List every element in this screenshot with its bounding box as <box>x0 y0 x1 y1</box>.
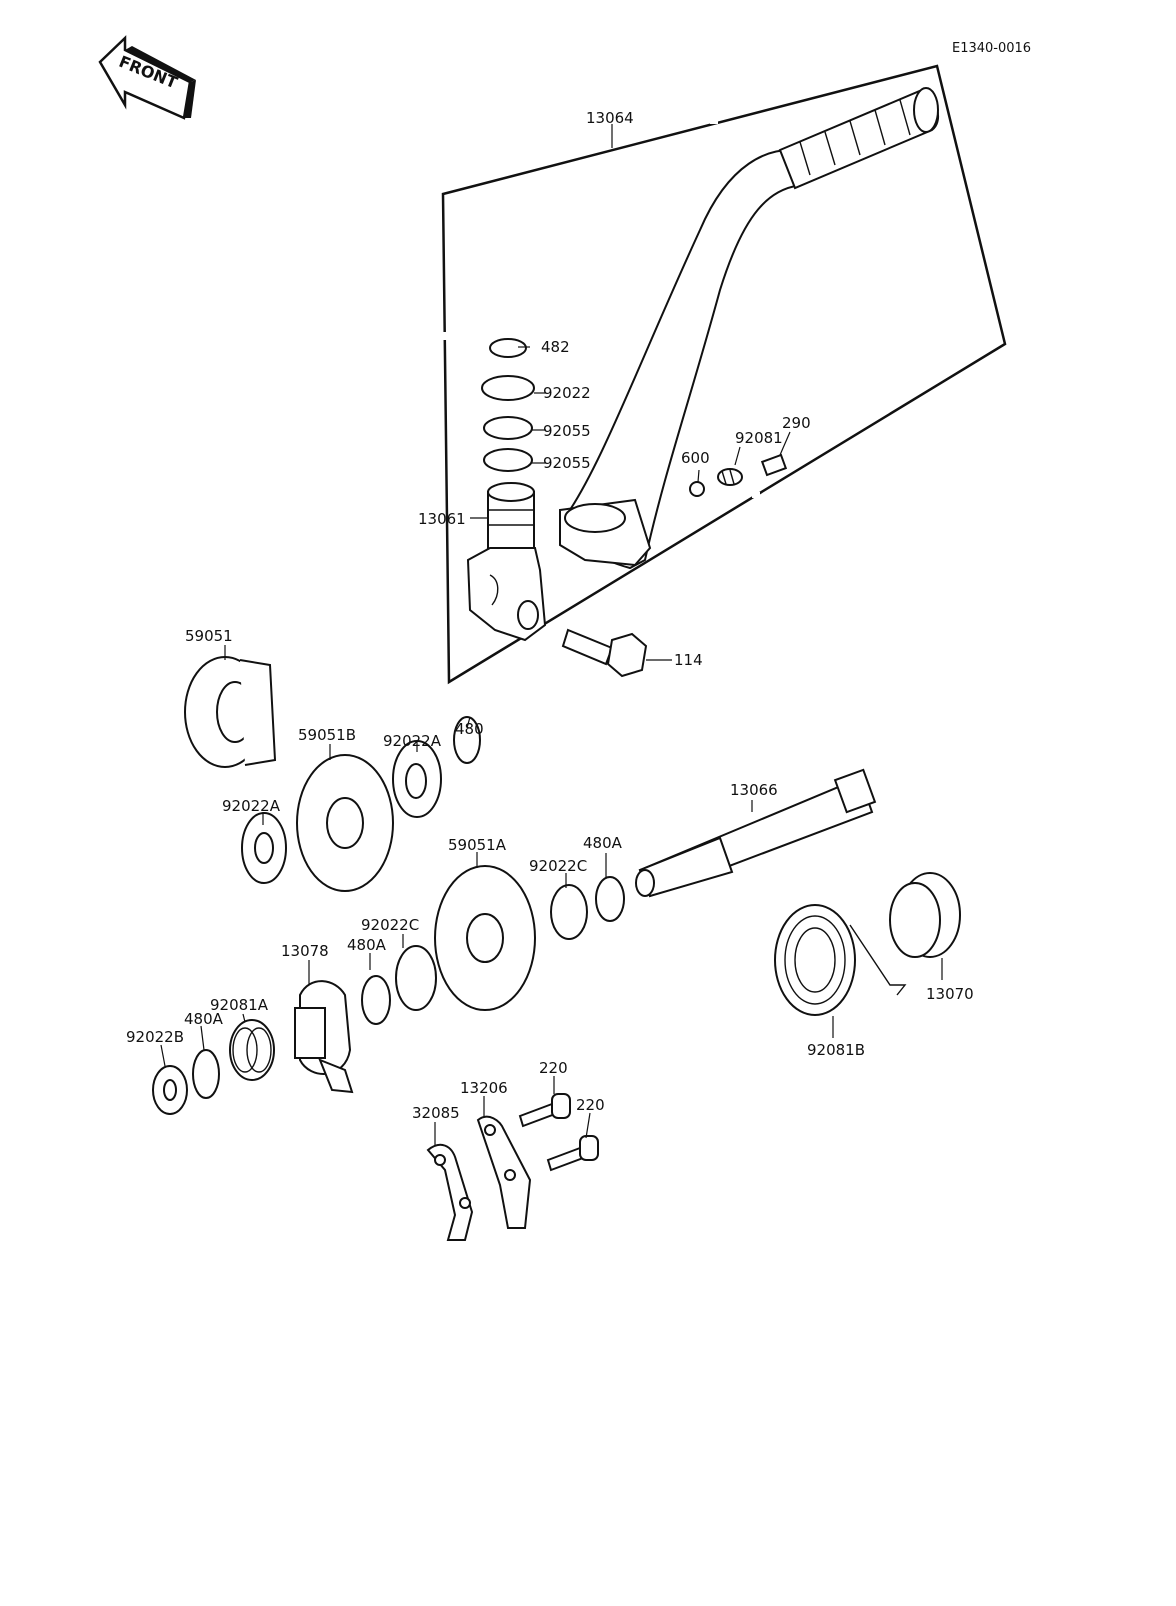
label-59051B: 59051B <box>298 726 356 744</box>
gear-59051B <box>296 754 394 892</box>
kick-shaft-13066 <box>635 768 877 898</box>
washer-92022 <box>481 375 535 401</box>
ball-600 <box>689 481 705 497</box>
circlip-482 <box>489 338 527 358</box>
leader-lines <box>160 124 943 1145</box>
label-32085: 32085 <box>412 1104 460 1122</box>
label-13206: 13206 <box>460 1079 508 1097</box>
label-92055-b: 92055 <box>543 454 591 472</box>
gear-59051 <box>184 656 277 768</box>
label-13064: 13064 <box>586 109 634 127</box>
washer-92022C-a <box>550 884 588 940</box>
plug-290 <box>760 453 788 477</box>
ring-92055-b <box>483 448 533 472</box>
washer-92022A-a-hole <box>405 763 427 799</box>
circlip-480 <box>453 716 481 764</box>
label-92022: 92022 <box>543 384 591 402</box>
assembly-frame <box>441 64 1007 685</box>
circlip-480A-b <box>361 975 391 1025</box>
collar-13070 <box>889 872 961 958</box>
screw-220-b <box>546 1135 599 1172</box>
label-13070: 13070 <box>926 985 974 1003</box>
spring-92081 <box>717 468 743 486</box>
label-480A-c: 480A <box>184 1010 224 1028</box>
label-92022C-a: 92022C <box>529 857 587 875</box>
label-59051: 59051 <box>185 627 233 645</box>
kick-pedal-lever <box>559 87 939 570</box>
part-labels: 13064 482 92022 92055 92055 13061 92081 … <box>126 109 974 1122</box>
label-290: 290 <box>782 414 811 432</box>
label-480: 480 <box>455 720 484 738</box>
label-92022C-b: 92022C <box>361 916 419 934</box>
diagram-code: E1340-0016 <box>952 41 1031 56</box>
screw-220-a <box>518 1093 571 1128</box>
gear-59051A <box>434 865 536 1011</box>
bolt-114 <box>561 628 648 678</box>
ratchet-13078 <box>294 980 354 1094</box>
coil-spring-92081B <box>774 904 907 1016</box>
label-92055-a: 92055 <box>543 422 591 440</box>
label-220-b: 220 <box>576 1096 605 1114</box>
label-13066: 13066 <box>730 781 778 799</box>
front-arrow-icon: FRONT <box>98 35 196 120</box>
label-114: 114 <box>674 651 703 669</box>
label-220-a: 220 <box>539 1059 568 1077</box>
label-480A-a: 480A <box>583 834 623 852</box>
washer-92022B-hole <box>163 1079 177 1101</box>
plate-13206 <box>476 1115 532 1229</box>
label-600: 600 <box>681 449 710 467</box>
label-482: 482 <box>541 338 570 356</box>
label-92022B: 92022B <box>126 1028 184 1046</box>
plate-32085 <box>426 1143 474 1241</box>
label-13078: 13078 <box>281 942 329 960</box>
label-59051A: 59051A <box>448 836 507 854</box>
washer-92022C-b <box>395 945 437 1011</box>
label-92081: 92081 <box>735 429 783 447</box>
label-92022A-b: 92022A <box>222 797 281 815</box>
circlip-480A-a <box>595 876 625 922</box>
label-92081A: 92081A <box>210 996 269 1014</box>
kick-shaft-boss <box>466 482 547 642</box>
label-480A-b: 480A <box>347 936 387 954</box>
circlip-480A-c <box>192 1049 220 1099</box>
label-13061: 13061 <box>418 510 466 528</box>
ring-92055-a <box>483 416 533 440</box>
label-92081B: 92081B <box>807 1041 865 1059</box>
label-92022A-a: 92022A <box>383 732 442 750</box>
spring-92081A <box>229 1019 275 1081</box>
washer-92022A-b-hole <box>254 832 274 864</box>
